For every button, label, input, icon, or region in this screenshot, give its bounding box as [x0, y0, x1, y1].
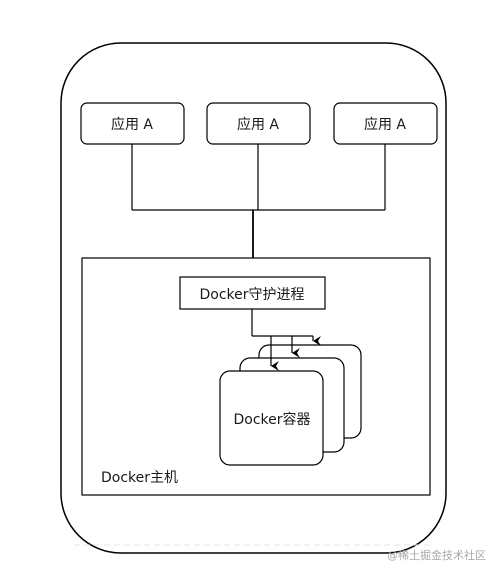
app-box-3-label: 应用 A: [364, 116, 406, 133]
app-box-1: 应用 A: [80, 102, 185, 145]
docker-daemon-box: Docker守护进程: [179, 276, 326, 310]
app-box-3: 应用 A: [333, 102, 438, 145]
daemon-to-containers-connector: [251, 309, 321, 371]
docker-host-label: Docker主机: [101, 470, 178, 486]
app-to-daemon-connector: [131, 144, 386, 211]
app-box-1-label: 应用 A: [111, 116, 153, 133]
docker-container-label: Docker容器: [233, 411, 310, 428]
app-box-2-label: 应用 A: [237, 116, 279, 133]
docker-daemon-label: Docker守护进程: [199, 287, 304, 303]
container-front: Docker容器: [219, 370, 324, 466]
watermark-text: @稀土掘金技术社区: [387, 548, 486, 562]
app-box-2: 应用 A: [206, 102, 311, 145]
